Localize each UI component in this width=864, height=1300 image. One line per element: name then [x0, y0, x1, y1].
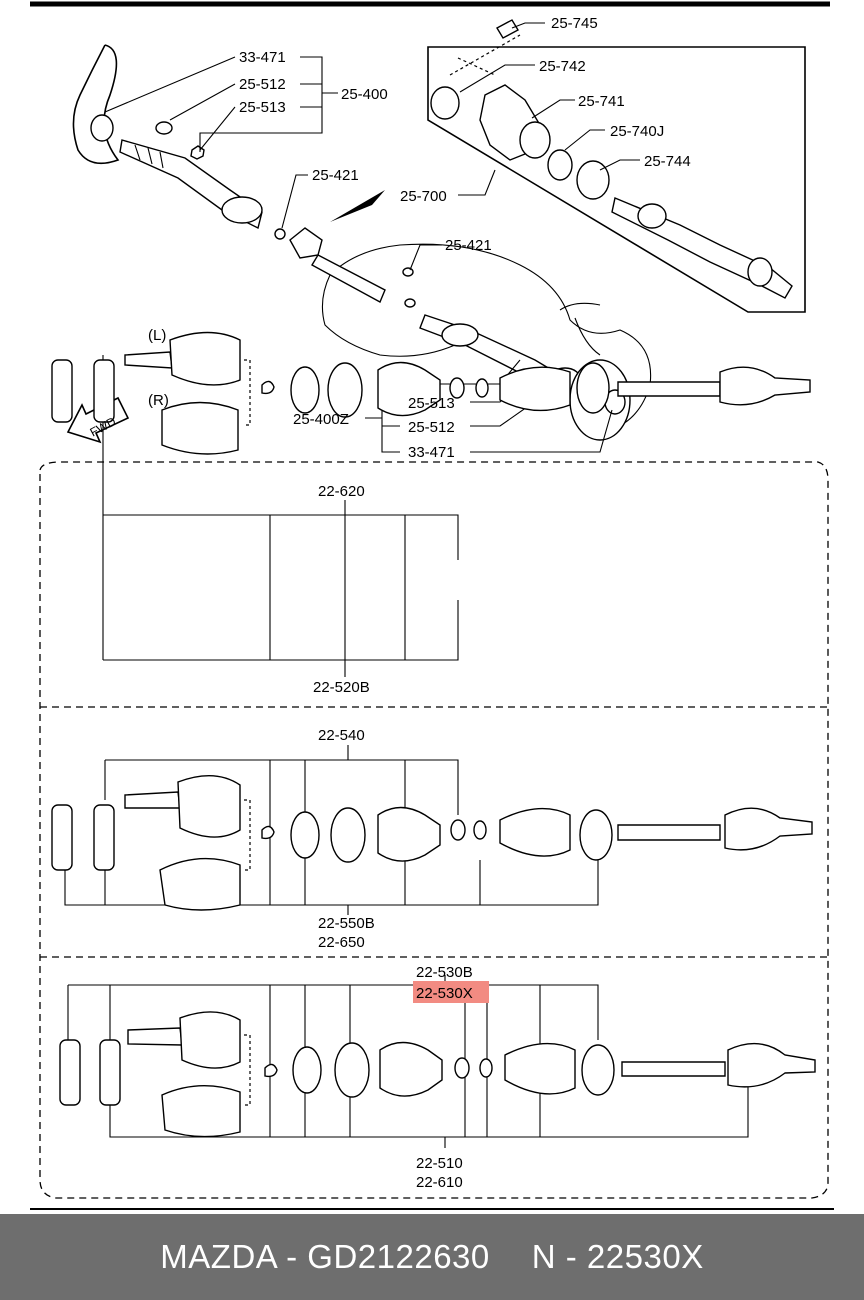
- label-25-740j: 25-740J: [610, 123, 664, 140]
- label-22-550b: 22-550B: [318, 915, 375, 932]
- parts-diagram: 33-471 25-512 25-513 25-400 25-421 25-42…: [30, 1, 834, 1210]
- label-22-530b: 22-530B: [416, 964, 473, 981]
- label-33-471: 33-471: [239, 49, 286, 66]
- highlight-box: [413, 981, 489, 1003]
- label-25-700: 25-700: [400, 188, 447, 205]
- label-22-520b: 22-520B: [313, 679, 370, 696]
- section-1-parts: [51, 331, 811, 677]
- label-25-513-b: 25-513: [408, 395, 455, 412]
- top-assembly: [66, 19, 806, 453]
- label-right-side: (R): [148, 392, 169, 409]
- label-25-745: 25-745: [551, 15, 598, 32]
- label-22-510: 22-510: [416, 1155, 463, 1172]
- label-25-421-a: 25-421: [312, 167, 359, 184]
- footer-part-number: MAZDA - GD2122630: [160, 1238, 490, 1275]
- label-22-620: 22-620: [318, 483, 365, 500]
- label-22-610: 22-610: [416, 1174, 463, 1191]
- label-25-400: 25-400: [341, 86, 388, 103]
- label-25-512: 25-512: [239, 76, 286, 93]
- label-22-650: 22-650: [318, 934, 365, 951]
- section-3-parts: [59, 975, 816, 1148]
- footer-bar: MAZDA - GD2122630 N - 22530X: [0, 1214, 864, 1300]
- label-22-540: 22-540: [318, 727, 365, 744]
- label-25-744: 25-744: [644, 153, 691, 170]
- label-25-421-b: 25-421: [445, 237, 492, 254]
- label-25-513: 25-513: [239, 99, 286, 116]
- label-33-471-b: 33-471: [408, 444, 455, 461]
- label-22-530x: 22-530X: [416, 985, 473, 1002]
- label-25-742: 25-742: [539, 58, 586, 75]
- section-2-parts: [51, 745, 813, 915]
- label-25-512-b: 25-512: [408, 419, 455, 436]
- label-25-400z: 25-400Z: [293, 411, 349, 428]
- label-left-side: (L): [148, 327, 166, 344]
- label-25-741: 25-741: [578, 93, 625, 110]
- footer-diagram-code: N - 22530X: [531, 1238, 704, 1275]
